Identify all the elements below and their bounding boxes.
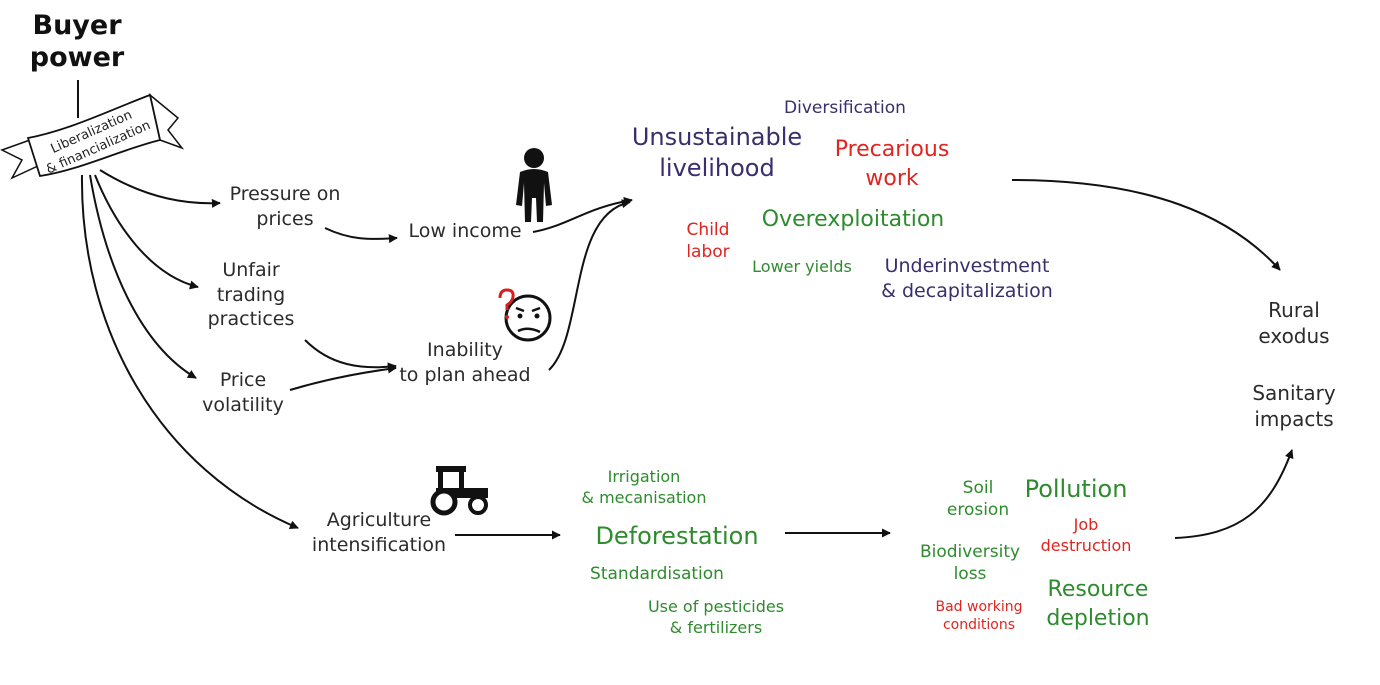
arrow-pressure-to-income — [324, 227, 398, 244]
pollution-label: Pollution — [1024, 475, 1128, 503]
unfair-trading-label: Unfair trading practices — [207, 259, 295, 331]
price-volatility-label: Price volatility — [202, 369, 284, 416]
irrigation-label: Irrigation & mecanisation — [581, 467, 707, 507]
arrow-livelihood-to-exodus — [1011, 179, 1281, 271]
arrow-environment-to-sanitary — [1174, 449, 1294, 539]
underinvestment-label: Underinvestment & decapitalization — [881, 255, 1053, 302]
diversification-label: Diversification — [784, 98, 906, 118]
confused-face-icon — [498, 288, 552, 342]
pesticides-label: Use of pesticides & fertilizers — [647, 597, 785, 637]
arrow-to-agriculture — [80, 174, 299, 530]
standardisation-label: Standardisation — [590, 564, 724, 584]
person-icon — [516, 148, 552, 222]
bad-working-conditions-label: Bad working conditions — [935, 599, 1023, 634]
arrow-to-volatility — [89, 174, 197, 379]
overexploitation-label: Overexploitation — [761, 207, 945, 232]
pressure-on-prices-label: Pressure on prices — [229, 183, 341, 230]
child-labor-label: Child labor — [686, 220, 730, 263]
job-destruction-label: Job destruction — [1040, 515, 1132, 555]
rural-exodus-label: Rural exodus — [1258, 298, 1330, 348]
precarious-work-label: Precarious work — [834, 137, 950, 191]
arrow-unfair-to-inability — [304, 339, 397, 372]
resource-depletion-label: Resource depletion — [1046, 577, 1150, 631]
tractor-icon — [430, 466, 488, 516]
low-income-label: Low income — [408, 220, 522, 242]
arrow-to-unfair — [94, 174, 199, 290]
biodiversity-loss-label: Biodiversity loss — [919, 542, 1021, 585]
sanitary-impacts-label: Sanitary impacts — [1252, 381, 1336, 431]
liberalization-banner: Liberalization & financialization — [0, 93, 185, 180]
lower-yields-label: Lower yields — [752, 257, 852, 276]
deforestation-label: Deforestation — [595, 522, 759, 550]
agriculture-intensification-label: Agriculture intensification — [311, 509, 447, 556]
arrow-to-pressure — [99, 169, 221, 208]
soil-erosion-label: Soil erosion — [946, 478, 1010, 521]
unsustainable-livelihood-label: Unsustainable livelihood — [631, 123, 803, 183]
buyer-power-title: Buyer power — [29, 10, 125, 74]
arrow-income-to-livelihood — [532, 196, 633, 233]
inability-to-plan-label: Inability to plan ahead — [399, 339, 531, 386]
arrow-volatility-to-inability — [289, 364, 397, 391]
arrow-inability-to-livelihood — [548, 199, 631, 371]
